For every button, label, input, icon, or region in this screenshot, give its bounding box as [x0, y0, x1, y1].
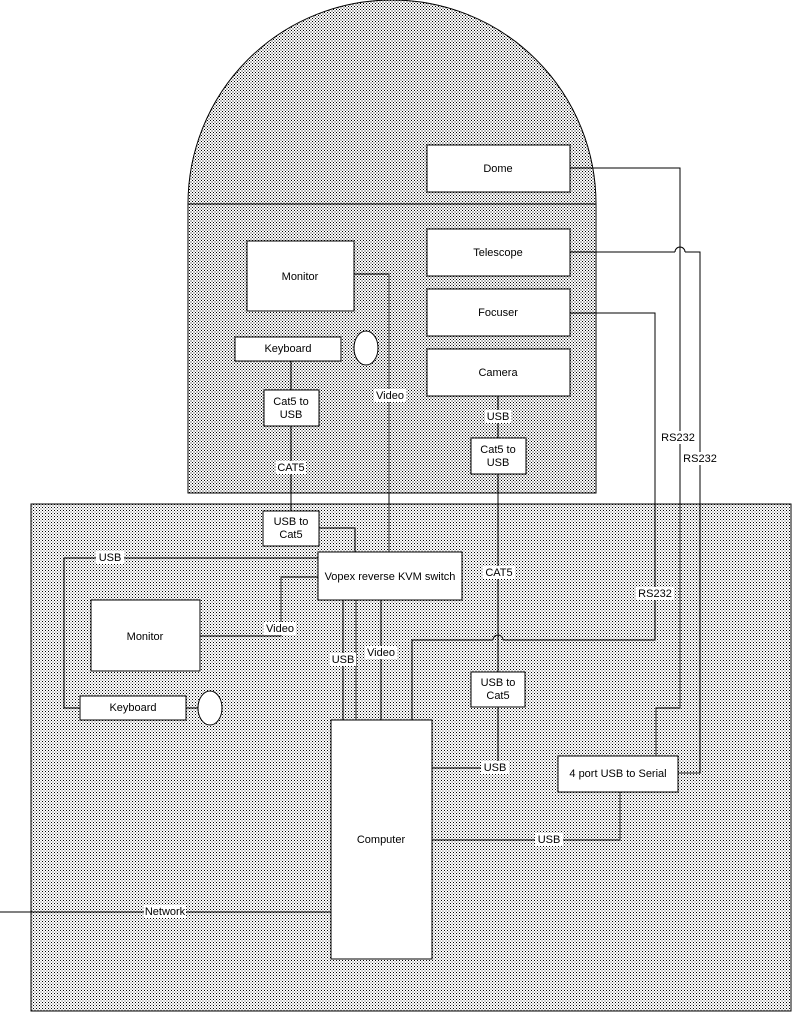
- svg-text:USB to: USB to: [481, 677, 516, 689]
- label-rs232-b: RS232: [683, 453, 717, 465]
- label-rs232-a: RS232: [661, 432, 695, 444]
- control-monitor-label: Monitor: [127, 631, 164, 643]
- control-mouse-icon: [197, 690, 223, 726]
- telescope-label: Telescope: [473, 247, 523, 259]
- control-monitor-box: Monitor: [90, 599, 201, 672]
- wire-dome-serial: [570, 167, 681, 760]
- usb-to-cat5-top-box: USB to Cat5: [262, 510, 320, 547]
- svg-text:USB: USB: [487, 457, 510, 469]
- dome-cat5-to-usb-right-box: Cat5 to USB: [470, 437, 527, 475]
- computer-label: Computer: [357, 834, 406, 846]
- svg-text:Cat5: Cat5: [486, 690, 509, 702]
- computer-box: Computer: [330, 719, 433, 960]
- dome-monitor-box: Monitor: [246, 240, 355, 312]
- camera-label: Camera: [478, 367, 518, 379]
- dome-mouse-icon: [353, 330, 379, 366]
- label-network: Network: [145, 906, 186, 918]
- dome-monitor-label: Monitor: [282, 271, 319, 283]
- label-cat5-left: CAT5: [277, 462, 304, 474]
- svg-text:Cat5 to: Cat5 to: [480, 444, 515, 456]
- dome-keyboard-label: Keyboard: [264, 343, 311, 355]
- label-usb-kvm-computer: USB: [332, 654, 355, 666]
- dome-box: Dome: [426, 144, 571, 193]
- label-rs232-c: RS232: [638, 588, 672, 600]
- usb-serial-box: 4 port USB to Serial: [557, 755, 679, 793]
- label-cat5-mid: CAT5: [485, 567, 512, 579]
- focuser-label: Focuser: [478, 307, 518, 319]
- telescope-box: Telescope: [426, 228, 571, 277]
- label-usb-camera: USB: [487, 411, 510, 423]
- dome-cat5-to-usb-left-box: Cat5 to USB: [263, 389, 320, 427]
- label-usb-kvm-keyboard: USB: [99, 552, 122, 564]
- label-video-kvm-computer: Video: [367, 647, 395, 659]
- svg-text:USB to: USB to: [274, 516, 309, 528]
- wire-kvm-monitor: [200, 576, 318, 637]
- label-usb-computer-serial: USB: [538, 834, 561, 846]
- control-keyboard-box: Keyboard: [79, 695, 187, 721]
- usb-to-cat5-mid-box: USB to Cat5: [470, 671, 526, 708]
- wire-focuser-computer: [503, 312, 656, 641]
- label-usb-computer-cat5: USB: [484, 762, 507, 774]
- kvm-switch-box: Vopex reverse KVM switch: [317, 551, 463, 601]
- camera-box: Camera: [426, 348, 571, 397]
- focuser-box: Focuser: [426, 288, 571, 337]
- wire-telescope-serial-b: [678, 251, 701, 774]
- svg-text:USB: USB: [280, 409, 303, 421]
- svg-text:Cat5 to: Cat5 to: [273, 396, 308, 408]
- dome-label: Dome: [483, 163, 512, 175]
- label-video-dome: Video: [376, 390, 404, 402]
- label-video-monitor: Video: [266, 623, 294, 635]
- svg-text:Cat5: Cat5: [279, 529, 302, 541]
- wire-computer-serial: [432, 792, 621, 841]
- wire-dome-video: [354, 273, 390, 552]
- kvm-switch-label: Vopex reverse KVM switch: [325, 571, 456, 583]
- control-keyboard-label: Keyboard: [109, 702, 156, 714]
- usb-serial-label: 4 port USB to Serial: [569, 768, 666, 780]
- connection-labels: Video USB CAT5 RS232 RS232 USB CAT5 RS23…: [96, 389, 719, 918]
- wire-kvm-keyboard: [63, 557, 318, 709]
- dome-keyboard-box: Keyboard: [234, 336, 342, 362]
